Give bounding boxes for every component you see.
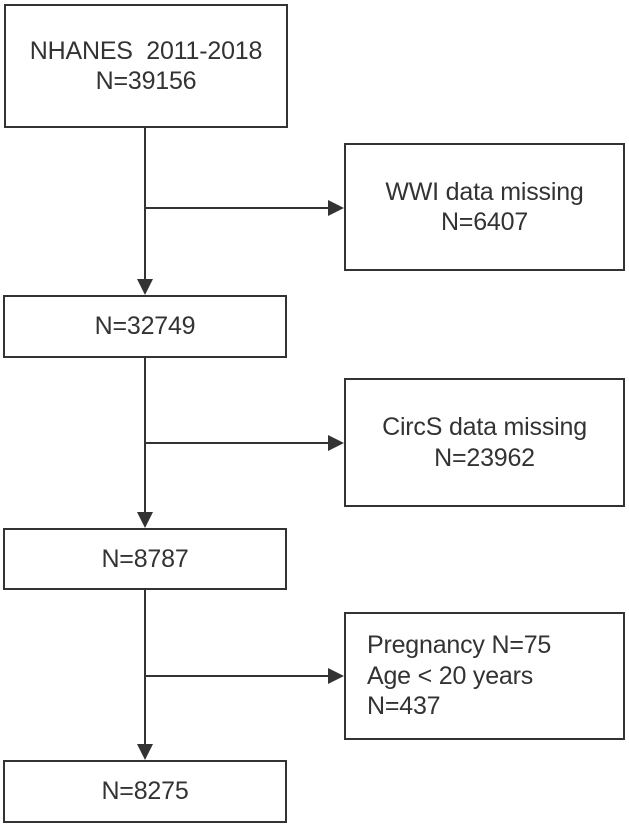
- exclusion-circs-count: N=23962: [434, 443, 535, 472]
- source-title: NHANES 2011-2018: [29, 36, 263, 65]
- arrow-right-icon-1: [328, 200, 344, 216]
- box-exclusion-pregnancy-age: Pregnancy N=75 Age < 20 years N=437: [344, 612, 625, 740]
- arrow-down-icon-3: [137, 744, 153, 760]
- source-count: N=39156: [95, 67, 197, 95]
- arrow-right-icon-2: [328, 435, 344, 451]
- box-exclusion-circs: CircS data missing N=23962: [344, 378, 625, 507]
- exclusion-wwi-label: WWI data missing: [385, 177, 584, 206]
- exclusion-age-label: Age < 20 years N=437: [367, 661, 547, 721]
- box-exclusion-wwi: WWI data missing N=6407: [344, 143, 625, 271]
- exclusion-wwi-count: N=6407: [440, 208, 529, 236]
- after-circs-count: N=8787: [101, 544, 189, 573]
- exclusion-pregnancy-label: Pregnancy N=75: [367, 631, 552, 660]
- after-wwi-count: N=32749: [94, 312, 196, 341]
- arrow-right-icon-3: [328, 668, 344, 684]
- arrow-down-icon-2: [137, 512, 153, 528]
- box-after-wwi: N=32749: [3, 295, 287, 358]
- arrow-down-icon-1: [137, 279, 153, 295]
- final-count: N=8275: [101, 777, 189, 806]
- exclusion-circs-label: CircS data missing: [382, 413, 587, 441]
- box-final-sample: N=8275: [3, 760, 287, 823]
- box-after-circs: N=8787: [3, 528, 287, 590]
- box-nhanes-source: NHANES 2011-2018 N=39156: [4, 4, 288, 128]
